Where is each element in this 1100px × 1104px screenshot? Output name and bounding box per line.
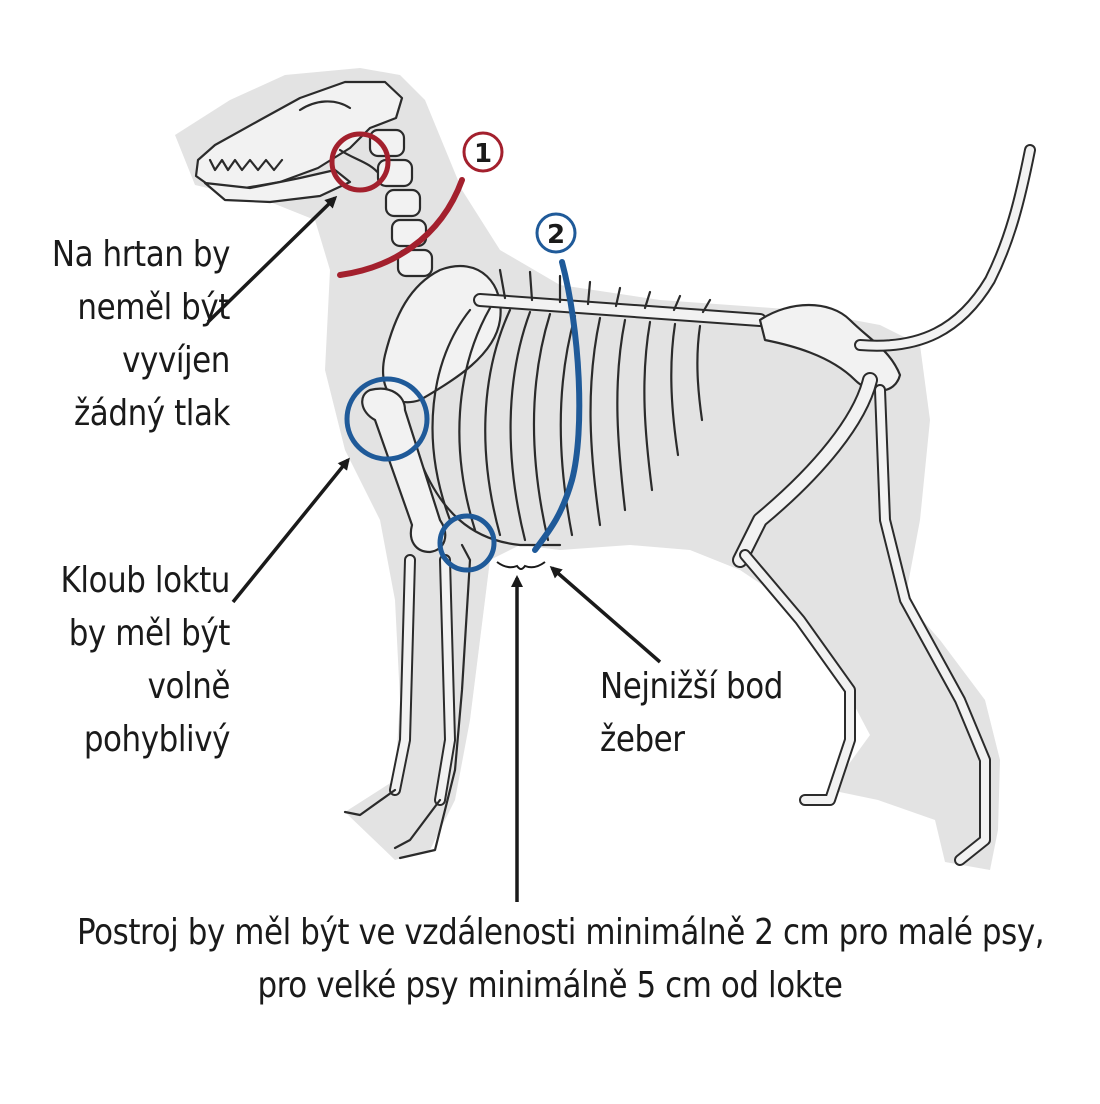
distance-bracket bbox=[496, 561, 546, 570]
elbow-label-line: volně bbox=[147, 666, 231, 707]
neck-harness-line bbox=[337, 177, 465, 278]
harness-distance-label: Postroj by měl být ve vzdálenosti minimá… bbox=[77, 906, 1045, 1012]
pelvis bbox=[758, 304, 902, 392]
marker-2-badge bbox=[535, 212, 577, 254]
ribcage bbox=[418, 306, 704, 547]
hind-leg bbox=[732, 372, 991, 866]
elbow-label-line: Kloub loktu bbox=[60, 560, 231, 601]
ribs-label-line: žeber bbox=[600, 719, 685, 760]
ribs-label-line: Nejnižší bod bbox=[600, 666, 783, 707]
ribs-label: Nejnižší bod žeber bbox=[600, 660, 806, 766]
larynx-circle bbox=[329, 131, 391, 193]
marker-2-number: 2 bbox=[547, 220, 565, 250]
larynx-label-line: neměl být bbox=[77, 287, 230, 328]
harness-label-line: Postroj by měl být ve vzdálenosti minimá… bbox=[77, 912, 1045, 953]
elbow-label-line: pohyblivý bbox=[83, 719, 231, 760]
ribs-arrow bbox=[549, 566, 662, 664]
marker-1-number: 1 bbox=[474, 139, 492, 169]
dog-silhouette bbox=[175, 68, 1000, 870]
larynx-label-line: žádný tlak bbox=[73, 393, 230, 434]
elbow-label: Kloub loktu by měl být volně pohyblivý bbox=[24, 554, 231, 766]
jaw bbox=[203, 168, 352, 204]
larynx-label-line: Na hrtan by bbox=[51, 234, 231, 275]
larynx-arrow bbox=[206, 195, 338, 324]
humerus bbox=[361, 387, 447, 554]
front-leg bbox=[343, 543, 472, 860]
larynx-label-line: vyvíjen bbox=[122, 340, 230, 381]
elbow-label-line: by měl být bbox=[68, 613, 231, 654]
chest-harness-line bbox=[532, 259, 583, 553]
harness-label-line: pro velké psy minimálně 5 cm od lokte bbox=[257, 965, 843, 1006]
spine bbox=[473, 268, 767, 327]
larynx-label: Na hrtan by neměl být vyvíjen žádný tlak bbox=[24, 228, 231, 440]
elbow-arrow bbox=[231, 457, 350, 604]
cervical-vertebrae bbox=[368, 128, 434, 278]
elbow-joint-circle bbox=[437, 513, 497, 573]
shoulder-joint-circle bbox=[344, 376, 430, 462]
marker-1-badge bbox=[462, 131, 504, 173]
